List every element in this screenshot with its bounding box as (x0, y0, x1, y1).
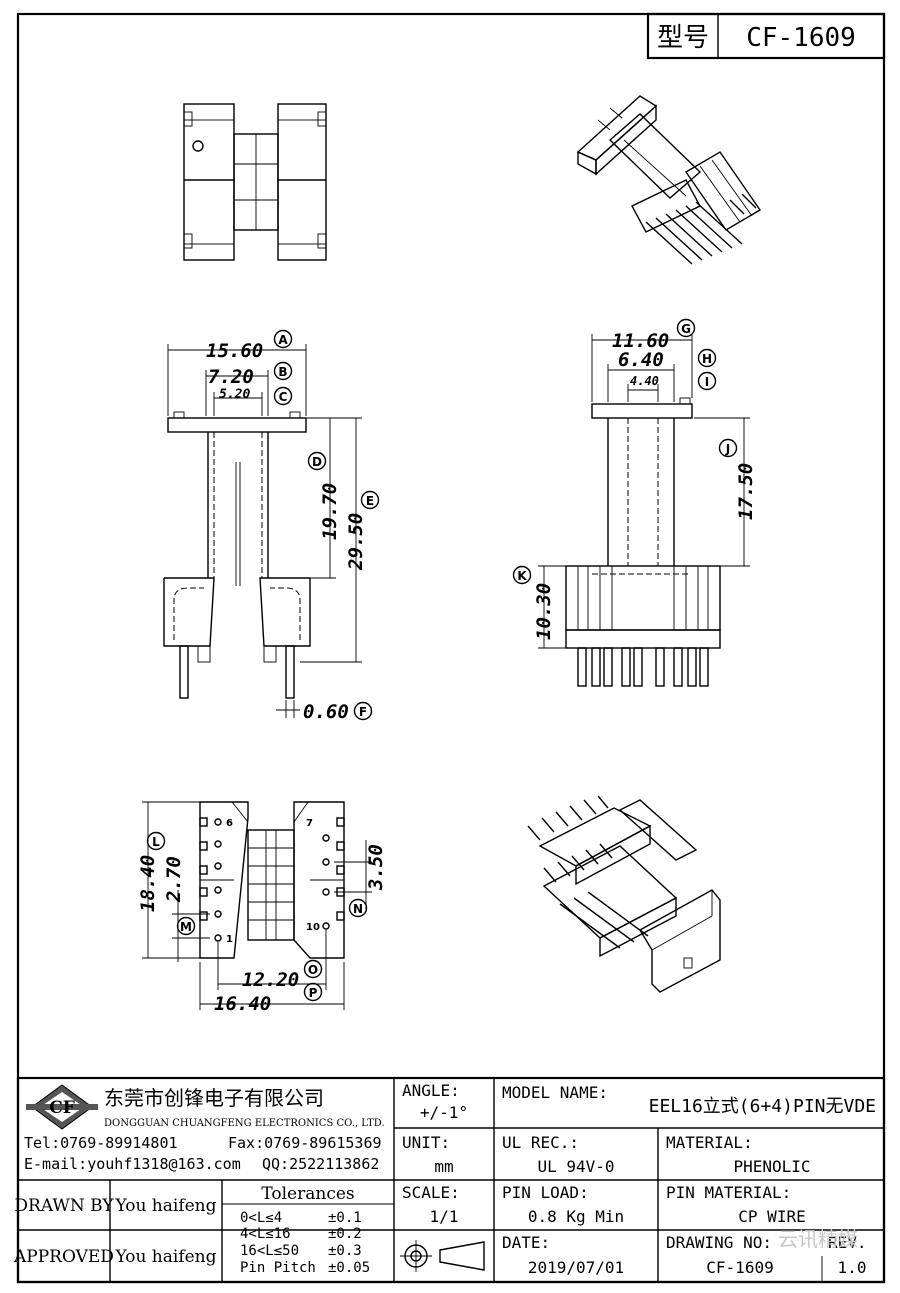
company-email: E-mail:youhf1318@163.com (24, 1155, 241, 1173)
tolerance-value: ±0.3 (328, 1243, 362, 1259)
dim-J-letter: J (725, 442, 730, 456)
dim-J-value: 17.50 (735, 463, 757, 520)
unit-value: mm (434, 1157, 453, 1176)
dim-B-letter: B (278, 365, 287, 379)
title-block: CF 东莞市创锋电子有限公司 DONGGUAN CHUANGFENG ELECT… (13, 1076, 886, 1284)
tolerance-range: 4<L≤16 (240, 1226, 291, 1242)
material-label: MATERIAL: (666, 1133, 753, 1152)
rev-value: 1.0 (838, 1258, 867, 1277)
watermark: 云讯精媒 (778, 1227, 858, 1251)
dim-C-letter: C (279, 390, 288, 404)
dim-K-letter: K (517, 569, 527, 583)
tolerance-value: ±0.2 (328, 1226, 362, 1242)
top-view (183, 103, 327, 261)
model-name-value: EEL16立式(6+4)PIN无VDE (649, 1096, 876, 1117)
pin-6-label: 6 (226, 818, 233, 829)
front-view-dimensions (167, 344, 362, 718)
front-view (163, 411, 311, 699)
company-name-en: DONGGUAN CHUANGFENG ELECTRONICS CO., LTD… (104, 1118, 385, 1129)
dim-G-value: 11.60 (612, 330, 669, 352)
tolerance-range: Pin Pitch (240, 1260, 316, 1276)
dim-F-letter: F (359, 705, 367, 719)
dim-H-letter: H (702, 352, 712, 366)
pin-load-label: PIN LOAD: (502, 1183, 589, 1202)
angle-value: +/-1° (420, 1103, 468, 1122)
dim-N-letter: N (353, 902, 363, 916)
dim-E-letter: E (366, 494, 374, 508)
dim-O-value: 12.20 (242, 969, 299, 991)
tolerance-value: ±0.1 (328, 1210, 362, 1226)
tolerance-range: 16<L≤50 (240, 1243, 299, 1259)
dim-K-value: 10.30 (533, 583, 555, 640)
approved-value: You haifeng (114, 1247, 216, 1267)
material-value: PHENOLIC (733, 1157, 810, 1176)
approved-label: APPROVED (13, 1247, 114, 1267)
dim-I-value: 4.40 (630, 374, 659, 388)
dim-B-value: 7.20 (208, 366, 254, 388)
dim-N-value: 3.50 (365, 844, 387, 891)
drawn-by-value: You haifeng (114, 1196, 216, 1216)
model-name-label: MODEL NAME: (502, 1083, 608, 1102)
dim-D-value: 19.70 (319, 483, 341, 540)
angle-label: ANGLE: (402, 1081, 460, 1100)
type-value: CF-1609 (746, 23, 856, 53)
tolerance-value: ±0.05 (328, 1260, 370, 1276)
pin-1-label: 1 (226, 934, 233, 945)
isometric-view-bottom (527, 795, 721, 993)
company-fax: Fax:0769-89615369 (228, 1134, 382, 1152)
bottom-view-dimensions (142, 801, 372, 1010)
side-view-dimensions (538, 334, 750, 649)
dimension-labels: 15.60 A 7.20 B 5.20 C D 19.70 E 29.50 0.… (137, 318, 757, 1015)
dim-M-value: 2.70 (163, 856, 185, 903)
dim-I-letter: I (705, 375, 709, 389)
company-tel: Tel:0769-89914801 (24, 1134, 178, 1152)
isometric-view-top (576, 95, 762, 265)
dim-O-letter: O (308, 963, 318, 977)
dim-F-value: 0.60 (303, 701, 349, 723)
ul-rec-label: UL REC.: (502, 1133, 579, 1152)
drawing-no-value: CF-1609 (706, 1258, 773, 1277)
pin-material-value: CP WIRE (738, 1207, 805, 1226)
dim-L-letter: L (152, 835, 160, 849)
rev-label: REV. (828, 1233, 867, 1252)
tolerances-title: Tolerances (261, 1184, 354, 1204)
dim-P-letter: P (309, 986, 318, 1000)
scale-value: 1/1 (430, 1207, 459, 1226)
pin-load-value: 0.8 Kg Min (528, 1207, 624, 1226)
dim-E-value: 29.50 (345, 513, 367, 571)
unit-label: UNIT: (402, 1133, 450, 1152)
date-label: DATE: (502, 1233, 550, 1252)
drawn-by-label: DRAWN BY (14, 1196, 114, 1216)
dim-D-letter: D (312, 455, 322, 469)
pin-10-label: 10 (306, 922, 320, 933)
dim-A-value: 15.60 (206, 340, 263, 362)
tolerance-range: 0<L≤4 (240, 1210, 282, 1226)
company-name-cn: 东莞市创锋电子有限公司 (104, 1086, 324, 1110)
type-label: 型号 (657, 23, 709, 53)
type-box: 型号 CF-1609 (646, 12, 886, 60)
dim-L-value: 18.40 (137, 855, 159, 912)
pin-7-label: 7 (306, 818, 313, 829)
drawing-no-label: DRAWING NO: (666, 1233, 772, 1252)
dim-M-letter: M (180, 920, 192, 934)
pin-material-label: PIN MATERIAL: (666, 1183, 791, 1202)
date-value: 2019/07/01 (528, 1258, 624, 1277)
ul-rec-value: UL 94V-0 (537, 1157, 614, 1176)
projection-symbol-icon (400, 1240, 485, 1272)
dim-P-value: 16.40 (214, 993, 271, 1015)
company-logo: CF (26, 1084, 98, 1130)
side-view (565, 397, 721, 687)
scale-label: SCALE: (402, 1183, 460, 1202)
company-qq: QQ:2522113862 (262, 1155, 379, 1173)
dim-H-value: 6.40 (618, 349, 664, 371)
logo-text: CF (49, 1098, 75, 1118)
dim-C-value: 5.20 (219, 387, 250, 402)
bottom-view: 6 1 7 10 (199, 801, 345, 959)
dim-A-letter: A (278, 333, 288, 347)
dim-G-letter: G (681, 322, 691, 336)
